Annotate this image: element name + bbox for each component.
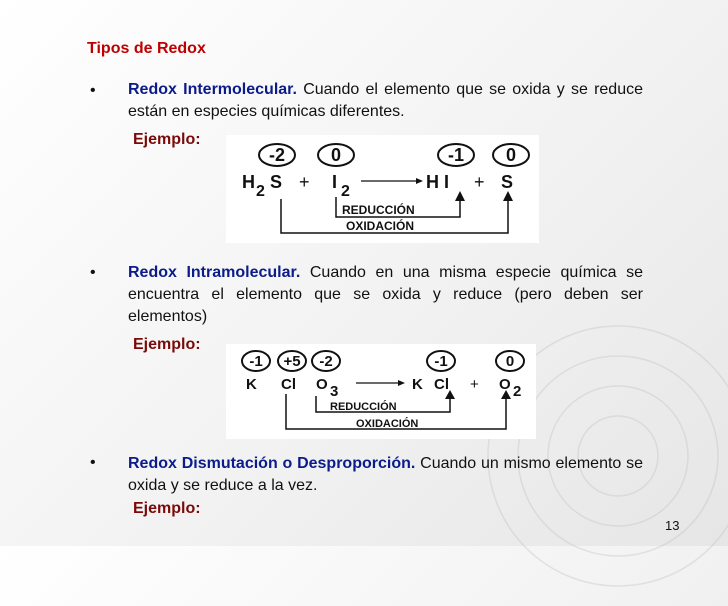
species-k: K	[246, 376, 257, 393]
ox-state-circle	[492, 143, 530, 167]
oxidation-label: OXIDACIÓN	[346, 218, 414, 233]
ox-state-circle	[241, 350, 271, 372]
ox-state-o2: 0	[506, 353, 514, 370]
reduction-arrowhead	[445, 390, 455, 399]
reaction-arrowhead	[398, 380, 405, 386]
slide-title: Tipos de Redox	[87, 40, 206, 57]
reduction-bracket	[315, 396, 451, 413]
species-subscript-2: 2	[256, 183, 265, 200]
ox-state-circle	[495, 350, 525, 372]
term-dismutacion: Redox Dismutación o Desproporción.	[128, 455, 416, 472]
species-h: H	[242, 172, 255, 192]
oxidation-arrowhead	[503, 191, 513, 201]
reduction-label: REDUCCIÓN	[342, 202, 415, 217]
example-label-2: Ejemplo:	[133, 336, 201, 353]
definition-intramolecular: Cuando en una misma especie química se e…	[128, 264, 644, 325]
term-intramolecular: Redox Intramolecular.	[128, 264, 301, 281]
ox-state-circle	[258, 143, 296, 167]
diagram-intermolecular: -2 0 -1 0 H 2 S + I 2 H I + S REDU	[226, 135, 539, 243]
bullet-marker: •	[90, 82, 96, 99]
ox-state-hi-i: -1	[448, 145, 464, 165]
species-s-product: S	[501, 172, 513, 192]
species-cl-product: Cl	[434, 376, 449, 393]
ox-state-circle	[437, 143, 475, 167]
ox-state-k: -1	[249, 353, 262, 370]
ox-state-circle	[317, 143, 355, 167]
page-number: 13	[665, 518, 680, 533]
ox-state-s: 0	[506, 145, 516, 165]
example-label-3: Ejemplo:	[133, 500, 201, 517]
species-cl: Cl	[281, 376, 296, 393]
term-intermolecular: Redox Intermolecular.	[128, 81, 297, 98]
example-label-1: Ejemplo:	[133, 131, 201, 148]
species-k-product: K	[412, 376, 423, 393]
oxidation-label: OXIDACIÓN	[356, 417, 418, 430]
bullet-marker: •	[90, 454, 96, 471]
plus-sign: +	[299, 172, 310, 192]
reduction-arrowhead	[455, 191, 465, 201]
item-dismutacion-text: Redox Dismutación o Desproporción. Cuand…	[128, 453, 643, 497]
item-intramolecular-text: Redox Intramolecular. Cuando en una mism…	[128, 262, 643, 328]
definition-dismutacion: Cuando un mismo elemento se oxida y se r…	[128, 455, 644, 494]
species-i: I	[332, 172, 337, 192]
species-subscript-3: 3	[330, 383, 338, 400]
oxidation-bracket	[285, 394, 507, 430]
ox-state-kcl-cl: -1	[434, 353, 447, 370]
definition-intermolecular: Cuando el elemento que se oxida y se red…	[128, 81, 643, 120]
reduction-label: REDUCCIÓN	[330, 400, 397, 413]
ox-state-cl: +5	[283, 353, 300, 370]
ox-state-circle	[277, 350, 307, 372]
oxidation-arrowhead	[501, 390, 511, 399]
species-s: S	[270, 172, 282, 192]
diagram-intramolecular: -1 +5 -2 -1 0 K Cl O 3 K Cl + O 2	[226, 344, 536, 439]
species-o-product: O	[499, 376, 511, 393]
species-subscript-2: 2	[513, 383, 521, 400]
ox-state-h2s-s: -2	[269, 145, 285, 165]
oxidation-bracket	[280, 197, 509, 234]
ox-state-circle	[311, 350, 341, 372]
reaction-arrowhead	[416, 178, 423, 184]
ox-state-i2: 0	[331, 145, 341, 165]
species-o: O	[316, 376, 328, 393]
ox-state-circle	[426, 350, 456, 372]
reduction-bracket	[335, 197, 461, 218]
species-hi: H I	[426, 172, 449, 192]
item-intermolecular-text: Redox Intermolecular. Cuando el elemento…	[128, 79, 643, 123]
bullet-marker: •	[90, 264, 96, 281]
species-subscript-2: 2	[341, 183, 350, 200]
plus-sign: +	[474, 172, 485, 192]
ox-state-o: -2	[319, 353, 332, 370]
plus-sign: +	[470, 376, 479, 393]
